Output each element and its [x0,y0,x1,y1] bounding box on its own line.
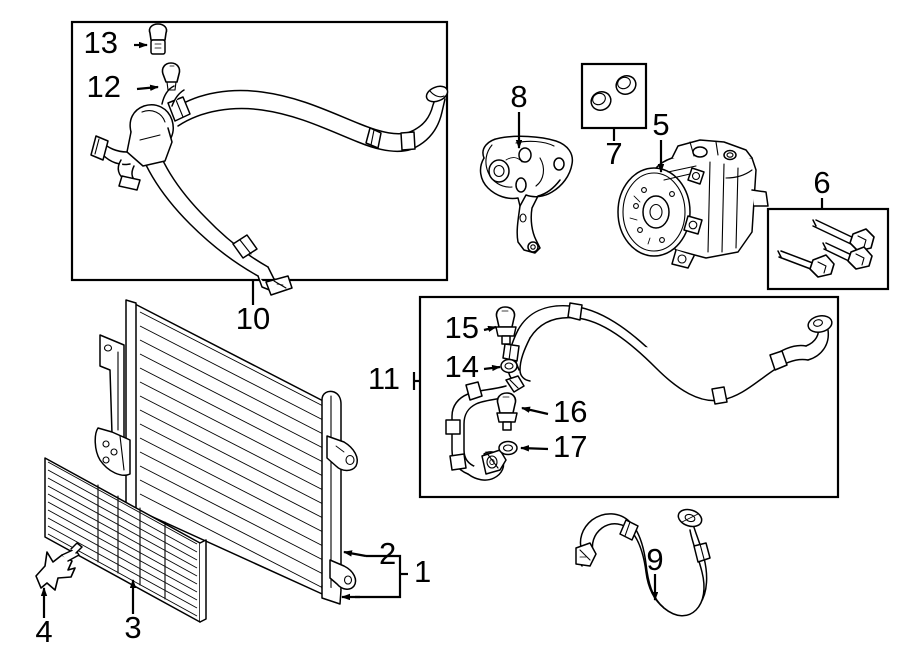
callout-2: 2 [379,536,396,571]
condenser-fins [139,311,326,590]
callout-16: 16 [553,394,587,429]
callout-8: 8 [510,79,527,114]
retainer-clip [35,542,83,591]
callout-17: 17 [553,429,587,464]
condenser-assembly [94,299,358,605]
lower-air-deflector [44,457,207,623]
callout-numbers: 13 12 10 8 7 5 6 11 15 14 16 17 9 2 1 3 … [35,25,830,649]
mounting-bolts [777,219,875,278]
callout-1: 1 [414,554,431,589]
callout-5: 5 [652,107,669,142]
suction-hose-lower [575,508,711,617]
callout-7: 7 [605,136,622,171]
callout-3: 3 [124,610,141,645]
seal-rings [590,75,637,111]
callout-9: 9 [646,542,663,577]
callout-11: 11 [368,361,400,396]
callout-14: 14 [445,349,479,384]
callout-12: 12 [87,69,121,104]
callout-10: 10 [236,301,270,336]
liquid-line-assembly [445,302,833,481]
callout-leaders [40,41,824,618]
panel-seal-rings [580,62,648,130]
callout-13: 13 [84,25,118,60]
callout-15: 15 [445,310,479,345]
deflector-louvres [47,461,198,617]
compressor-bracket [479,135,574,254]
callout-4: 4 [35,614,52,649]
compressor [617,139,769,269]
discharge-hose-assembly [90,23,449,296]
receiver-drier-tube [321,390,358,605]
callout-6: 6 [813,165,830,200]
